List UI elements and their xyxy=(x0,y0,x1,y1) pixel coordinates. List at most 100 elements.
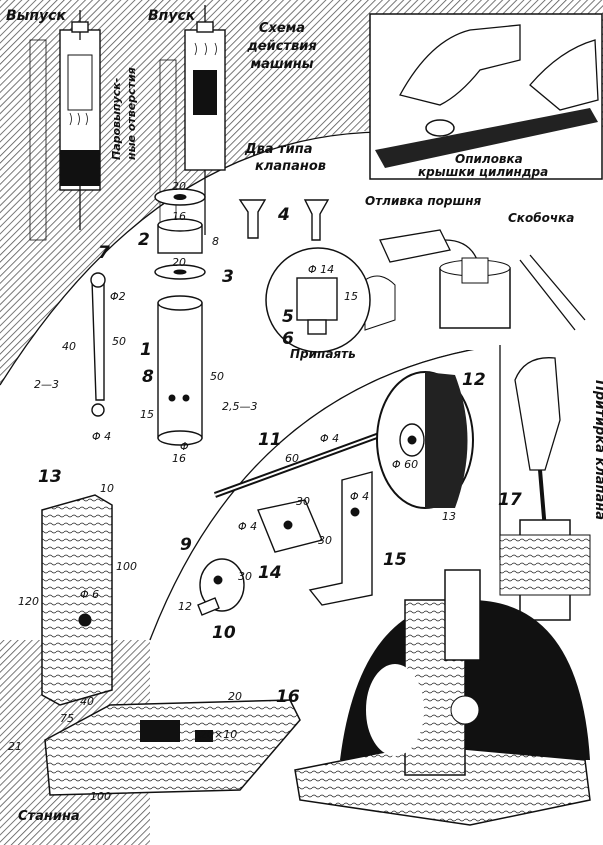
engine-scheme: Выпуск Впуск Схема действия машины Паров… xyxy=(6,5,317,241)
part-16-slot-b xyxy=(195,730,213,742)
engine-eccentric xyxy=(450,695,480,725)
part-number-8: 8 xyxy=(142,367,154,387)
dim-30-b: 30 xyxy=(318,534,332,547)
hand-left xyxy=(399,24,521,106)
dim-2-3: 2—3 xyxy=(34,378,59,391)
part-12-hub-hole xyxy=(407,435,417,445)
dim-20-c: 20 xyxy=(228,690,242,703)
dim-phi-4-d: Φ 4 xyxy=(350,490,369,503)
dim-phi-4-a: Φ 4 xyxy=(92,430,111,443)
part-8-hole-b xyxy=(182,394,190,402)
mold-core xyxy=(461,257,489,284)
steam-ports-label-line1: Паровыпуск- xyxy=(110,78,123,160)
clamp-label: Скобочка xyxy=(508,211,574,225)
part-9-hole xyxy=(213,575,223,585)
piston-casting-label: Отливка поршня xyxy=(365,194,482,208)
part-1-bottom xyxy=(157,430,203,446)
part-number-13: 13 xyxy=(38,467,62,487)
part-number-labels: 1 2 3 4 5 6 7 8 9 10 11 12 13 14 15 16 1… xyxy=(38,205,522,707)
steam-ports-label-line2: ные отверстия xyxy=(125,67,138,160)
dim-phi: Φ xyxy=(180,440,189,453)
filing-label-line1: Опиловка xyxy=(455,152,523,166)
engine-flywheel xyxy=(366,664,424,756)
part-number-4: 4 xyxy=(277,205,290,225)
part-4-valve-b xyxy=(303,199,330,241)
dim-40: 40 xyxy=(62,340,76,353)
dim-21: 21 xyxy=(8,740,22,753)
dim-10-a: 10 xyxy=(100,482,114,495)
dim-14: Φ 14 xyxy=(308,263,334,276)
dim-12: 12 xyxy=(178,600,192,613)
dim-15-a: 15 xyxy=(344,290,358,303)
dim-120: 120 xyxy=(18,595,39,608)
dim-2-5-3: 2,5—3 xyxy=(222,400,258,413)
dim-30-a: 30 xyxy=(296,495,310,508)
part-number-5: 5 xyxy=(282,307,294,327)
exhaust-engine xyxy=(29,10,101,241)
part-number-2: 2 xyxy=(138,230,150,250)
clamp-tool xyxy=(519,254,586,331)
part-1-cylinder xyxy=(157,302,203,439)
scheme-label-line1: Схема xyxy=(259,21,305,36)
part-15-bracket xyxy=(308,471,373,606)
part-7-eye-top xyxy=(90,272,106,288)
part-number-7: 7 xyxy=(98,243,110,263)
part-13-post xyxy=(41,494,113,706)
valve-block xyxy=(499,534,591,596)
hand-casting xyxy=(364,275,396,331)
dim-30-c: 30 xyxy=(238,570,252,583)
part-16-slot-a xyxy=(140,720,180,742)
part-number-17: 17 xyxy=(498,490,522,510)
scheme-label-line3: машины xyxy=(250,57,313,72)
assembled-engine xyxy=(294,569,591,826)
part-number-3: 3 xyxy=(222,267,234,287)
ladle xyxy=(379,229,451,263)
part-1-top xyxy=(157,295,203,311)
valve-lapping-illustration: Притирка клапана xyxy=(499,345,603,640)
frame-label: Станина xyxy=(18,809,80,824)
dim-50-b: 50 xyxy=(210,370,224,383)
dim-phi-4-c: Φ 4 xyxy=(238,520,257,533)
lapping-hand xyxy=(514,357,561,471)
part-15-hole xyxy=(350,507,360,517)
dim-75: 75 xyxy=(60,712,74,725)
dim-60-a: 60 xyxy=(285,452,299,465)
part-5-valve-body xyxy=(296,277,338,321)
dim-phi-4-b: Φ 4 xyxy=(320,432,339,445)
dim-100-a: 100 xyxy=(116,560,137,573)
solder-label: Припаять xyxy=(290,347,356,361)
part-number-1: 1 xyxy=(140,340,152,360)
part-13-hole xyxy=(78,613,92,627)
dim-100-b: 100 xyxy=(90,790,111,803)
dim-phi-60: Φ 60 xyxy=(392,458,418,471)
lower-fan-edge xyxy=(149,344,501,641)
frame-parts xyxy=(41,494,301,796)
dim-16-a: 16 xyxy=(172,210,186,223)
part-number-11: 11 xyxy=(258,430,282,450)
dim-phi-2: Φ2 xyxy=(110,290,126,303)
part-number-16: 16 xyxy=(276,687,300,707)
two-valves-label-line2: клапанов xyxy=(255,159,326,174)
part-7-eye-bottom xyxy=(91,403,105,417)
dim-16-b: 16 xyxy=(172,452,186,465)
part-9-eccentric xyxy=(199,558,245,612)
part-number-6: 6 xyxy=(282,329,294,349)
filing-illustration: Опиловка крышки цилиндра xyxy=(369,13,603,180)
part-10-pin xyxy=(197,597,220,616)
parts-group xyxy=(90,188,474,616)
two-valves-label-line1: Два типа xyxy=(244,142,313,157)
part-14-hole xyxy=(283,520,293,530)
dim-13: 13 xyxy=(442,510,456,523)
piston-casting-illustration: Отливка поршня Скобочка xyxy=(362,190,602,350)
dim-phi-6: Φ 6 xyxy=(80,588,99,601)
dimension-labels: 20 16 8 20 Φ 14 15 Φ2 40 50 2—3 Φ 4 15 5… xyxy=(8,180,456,803)
dim-40-b: 40 xyxy=(80,695,94,708)
scheme-label-line2: действия xyxy=(246,39,316,54)
exhaust-label: Выпуск xyxy=(6,8,66,24)
engine-cylinder xyxy=(444,569,481,661)
filing-label-line2: крышки цилиндра xyxy=(418,165,548,179)
part-number-10: 10 xyxy=(212,623,236,643)
dim-15-b: 15 xyxy=(140,408,154,421)
dim-50-a: 50 xyxy=(112,335,126,348)
